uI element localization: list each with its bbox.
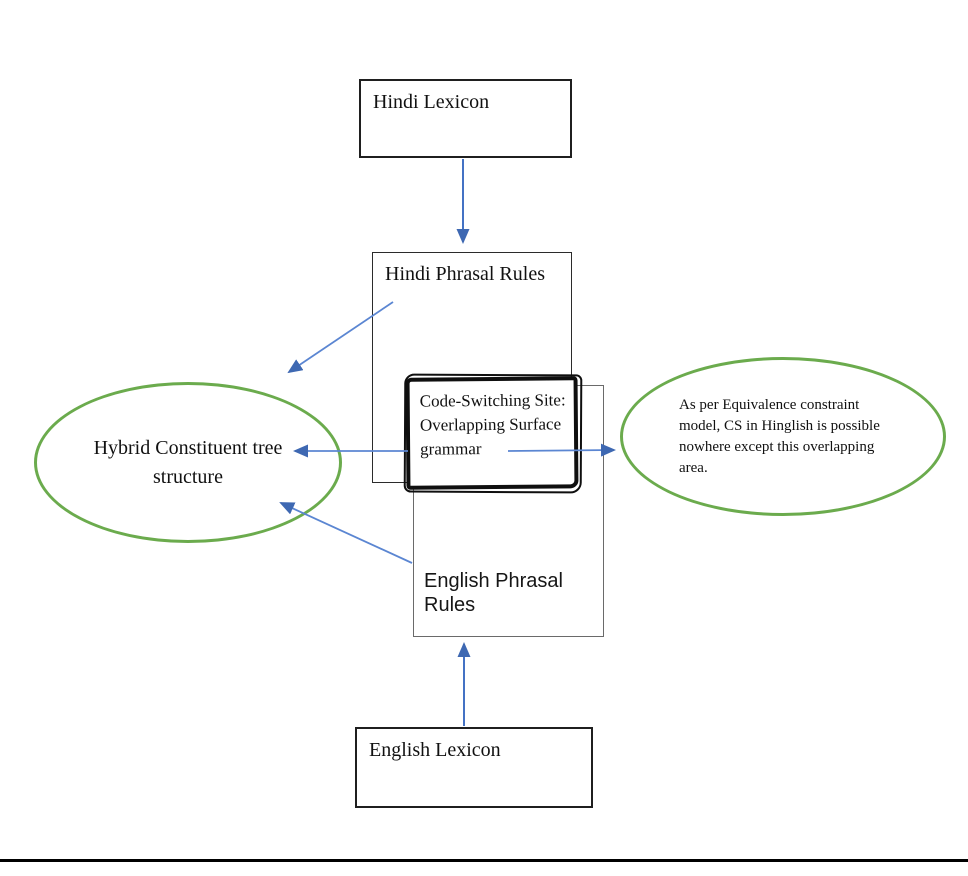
node-hybrid-tree-label: Hybrid Constituent tree structure — [93, 436, 283, 488]
node-english-lexicon-label: English Lexicon — [369, 739, 501, 761]
page-bottom-rule — [0, 859, 968, 862]
node-equivalence-note-ellipse: As per Equivalence constraint model, CS … — [620, 357, 946, 516]
node-hindi-lexicon-label: Hindi Lexicon — [373, 91, 490, 113]
node-hindi-lexicon: Hindi Lexicon — [359, 79, 572, 158]
node-english-phrasal-rules-label: English Phrasal Rules — [424, 570, 563, 616]
node-hindi-phrasal-rules-label: Hindi Phrasal Rules — [385, 263, 545, 285]
node-equivalence-note-label: As per Equivalence constraint model, CS … — [679, 396, 880, 476]
node-code-switching-site-label: Code-Switching Site: Overlapping Surface… — [419, 390, 566, 459]
node-english-lexicon: English Lexicon — [355, 727, 593, 808]
node-hybrid-tree-ellipse: Hybrid Constituent tree structure — [34, 382, 342, 543]
node-code-switching-site: Code-Switching Site: Overlapping Surface… — [405, 376, 579, 490]
